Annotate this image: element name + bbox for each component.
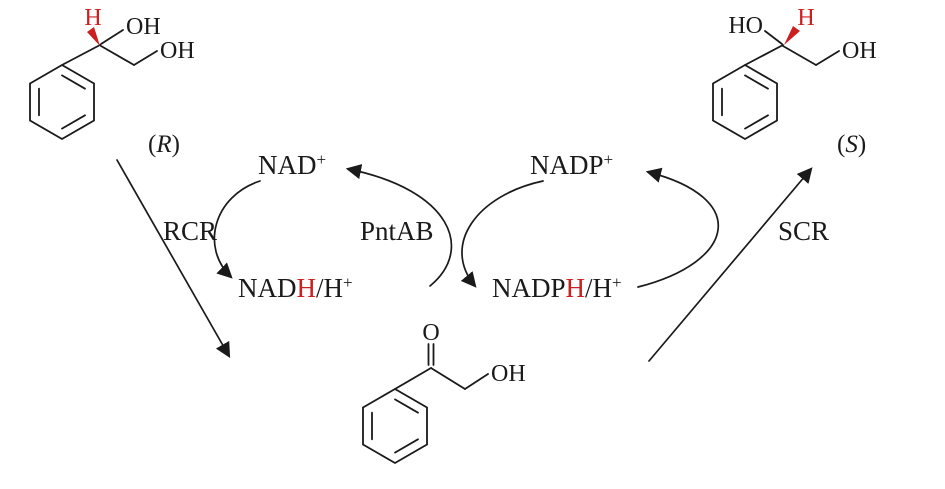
molecule-ketone: O OH bbox=[362, 320, 526, 465]
arc-nad-to-nadh bbox=[213, 180, 261, 279]
arrow-r-diol-to-ketone bbox=[116, 159, 231, 358]
bond-ring-to-chiral-c bbox=[744, 44, 784, 66]
atom-label-ho: HO bbox=[728, 13, 763, 39]
arc-nadp-to-nadph bbox=[460, 180, 544, 288]
atom-label-oh: OH bbox=[842, 38, 877, 64]
atom-label-oh: OH bbox=[491, 361, 526, 387]
benzene-ring bbox=[29, 63, 95, 141]
bond-c-oh bbox=[764, 30, 783, 45]
superscript-plus: + bbox=[317, 150, 327, 169]
cofactor-text: NAD bbox=[258, 150, 317, 180]
label-nadph: NADPH/H+ bbox=[492, 273, 622, 303]
label-nadh: NADH/H+ bbox=[238, 273, 353, 303]
config-letter: R bbox=[155, 131, 171, 158]
label-s-config: (S) bbox=[837, 131, 866, 158]
bond-c-oh bbox=[100, 29, 124, 45]
config-paren: ) bbox=[172, 131, 180, 158]
ring-double-bond bbox=[394, 398, 419, 414]
atom-label-o: O bbox=[422, 320, 439, 346]
cofactor-text: NADP bbox=[492, 273, 566, 303]
atom-label-oh: OH bbox=[126, 14, 161, 40]
cofactor-red-h: H bbox=[566, 273, 586, 303]
wedge-bond bbox=[784, 26, 800, 45]
cofactor-text: NADP bbox=[530, 150, 604, 180]
superscript-plus: + bbox=[612, 273, 622, 292]
ring-double-bond bbox=[394, 438, 419, 454]
superscript-plus: + bbox=[604, 150, 614, 169]
cofactor-text: /H bbox=[316, 273, 343, 303]
ring-double-bond bbox=[744, 74, 769, 90]
superscript-plus: + bbox=[343, 273, 353, 292]
ring-double-bond bbox=[61, 114, 86, 130]
cofactor-red-h: H bbox=[297, 273, 317, 303]
config-paren: ) bbox=[858, 131, 866, 158]
config-paren: ( bbox=[148, 131, 156, 158]
arrow-ketone-to-s-diol bbox=[648, 167, 813, 362]
atom-label-h: H bbox=[84, 5, 101, 31]
cofactor-text: NAD bbox=[238, 273, 297, 303]
wedge-bond bbox=[87, 27, 100, 46]
bond-ch2-oh bbox=[464, 373, 489, 390]
bond-ch2-oh bbox=[133, 50, 158, 66]
config-paren: ( bbox=[837, 131, 845, 158]
bond-ch2-oh bbox=[815, 50, 840, 66]
bond-c-ch2 bbox=[430, 367, 466, 390]
atom-label-oh: OH bbox=[160, 38, 195, 64]
ring-double-bond bbox=[744, 114, 769, 130]
bond-c-ch2 bbox=[100, 45, 135, 66]
bond-c-ch2 bbox=[782, 45, 817, 66]
benzene-ring bbox=[362, 387, 428, 465]
arc-nadph-to-nadp bbox=[637, 167, 720, 288]
label-pntab-enzyme: PntAB bbox=[360, 216, 434, 246]
molecule-s-diol: HO H OH (S) bbox=[712, 5, 877, 158]
label-rcr-enzyme: RCR bbox=[163, 216, 217, 246]
atom-label-h: H bbox=[797, 5, 814, 31]
config-letter: S bbox=[845, 131, 858, 158]
arc-nadh-to-nad bbox=[345, 164, 453, 287]
label-r-config: (R) bbox=[148, 131, 180, 158]
bond-ring-to-carbonyl bbox=[394, 367, 432, 390]
ring-double-bond bbox=[61, 74, 86, 90]
label-nad-plus: NAD+ bbox=[258, 150, 326, 180]
molecule-r-diol: H OH OH (R) bbox=[29, 5, 195, 158]
label-scr-enzyme: SCR bbox=[778, 216, 829, 246]
cofactor-text: /H bbox=[585, 273, 612, 303]
benzene-ring bbox=[712, 63, 778, 141]
label-nadp-plus: NADP+ bbox=[530, 150, 613, 180]
bond-ring-to-chiral-c bbox=[61, 44, 101, 66]
